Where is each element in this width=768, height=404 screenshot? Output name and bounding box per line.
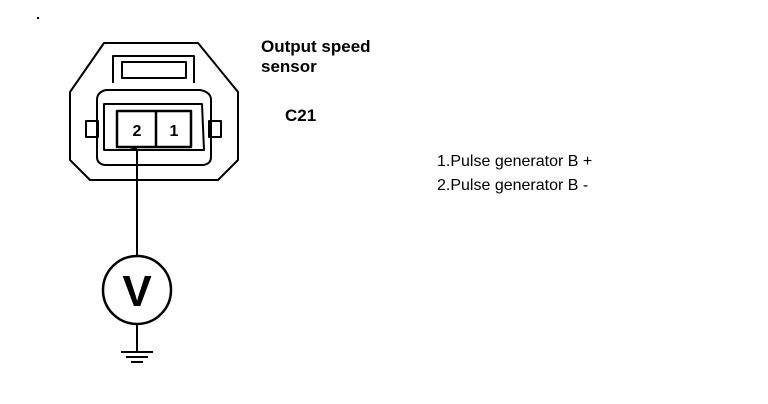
connector-lock-tab-inner: [121, 61, 187, 79]
connector-right-ear: [208, 120, 222, 138]
connector-inner-body: [96, 89, 212, 166]
probe-wire: [128, 146, 138, 256]
connector-left-ear: [85, 120, 99, 138]
stray-mark: [37, 17, 39, 19]
sensor-title-line-2: sensor: [261, 57, 317, 76]
connector-c21-icon: [69, 42, 239, 181]
connector-id-label: C21: [285, 106, 317, 125]
connector-lock-tab: [112, 55, 195, 83]
legend-item-2: 2.Pulse generator B -: [437, 177, 589, 194]
connector-outer-housing: [69, 42, 239, 181]
connector-pin-cavity: [115, 109, 193, 149]
pin-legend: 1.Pulse generator B + 2.Pulse generator …: [437, 152, 592, 200]
voltmeter-icon: V: [101, 254, 173, 326]
legend-item-1: 1.Pulse generator B +: [437, 153, 593, 170]
sensor-title-line-1: Output speed: [261, 37, 371, 56]
ground-symbol-icon: [121, 351, 153, 363]
pin-2-label: 2: [133, 123, 142, 140]
voltmeter-symbol: V: [122, 267, 152, 316]
connector-inner-rim: [103, 103, 205, 151]
pin-1-label: 1: [170, 123, 179, 140]
